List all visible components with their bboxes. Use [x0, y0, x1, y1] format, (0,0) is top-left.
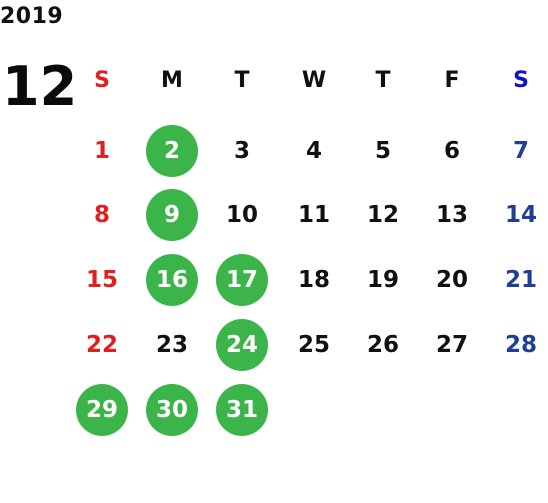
- day-number: 6: [443, 138, 460, 164]
- weekday-header-friday: F: [444, 67, 460, 93]
- day-number: 7: [512, 138, 529, 164]
- day-number: 16: [146, 254, 198, 306]
- day-number: 19: [366, 267, 399, 293]
- day-number: 29: [76, 384, 128, 436]
- day-cell-highlighted[interactable]: 30: [144, 384, 200, 436]
- day-cell-highlighted[interactable]: 16: [144, 254, 200, 306]
- day-number: 22: [85, 332, 118, 358]
- day-cell[interactable]: 22: [74, 319, 130, 371]
- day-number: 14: [504, 202, 537, 228]
- day-cell[interactable]: 18: [286, 254, 342, 306]
- day-number: 13: [435, 202, 468, 228]
- day-cell[interactable]: 12: [355, 189, 411, 241]
- day-number: 12: [366, 202, 399, 228]
- day-number: 25: [297, 332, 330, 358]
- day-number: 31: [216, 384, 268, 436]
- day-number: 5: [374, 138, 391, 164]
- day-number: 30: [146, 384, 198, 436]
- day-number: 8: [93, 202, 110, 228]
- day-number: 11: [297, 202, 330, 228]
- day-cell[interactable]: 23: [144, 319, 200, 371]
- year-label: 2019: [0, 4, 64, 29]
- day-cell[interactable]: 6: [424, 125, 480, 177]
- day-cell-highlighted[interactable]: 17: [214, 254, 270, 306]
- day-cell[interactable]: 7: [493, 125, 548, 177]
- day-cell[interactable]: 1: [74, 125, 130, 177]
- day-cell[interactable]: 25: [286, 319, 342, 371]
- weekday-header-saturday: S: [513, 67, 529, 93]
- day-number: 27: [435, 332, 468, 358]
- day-number: 1: [93, 138, 110, 164]
- weekday-header-sunday: S: [94, 67, 110, 93]
- day-cell[interactable]: 27: [424, 319, 480, 371]
- day-cell[interactable]: 15: [74, 254, 130, 306]
- day-number: 2: [146, 125, 198, 177]
- day-cell[interactable]: 14: [493, 189, 548, 241]
- day-number: 28: [504, 332, 537, 358]
- day-cell[interactable]: 4: [286, 125, 342, 177]
- day-cell[interactable]: 26: [355, 319, 411, 371]
- day-number: 10: [225, 202, 258, 228]
- day-cell[interactable]: 11: [286, 189, 342, 241]
- day-number: 9: [146, 189, 198, 241]
- day-cell[interactable]: 21: [493, 254, 548, 306]
- day-number: 15: [85, 267, 118, 293]
- day-number: 18: [297, 267, 330, 293]
- day-cell[interactable]: 19: [355, 254, 411, 306]
- day-number: 17: [216, 254, 268, 306]
- day-cell[interactable]: 13: [424, 189, 480, 241]
- day-number: 26: [366, 332, 399, 358]
- day-cell[interactable]: 3: [214, 125, 270, 177]
- day-number: 4: [305, 138, 322, 164]
- day-cell[interactable]: 8: [74, 189, 130, 241]
- month-label: 12: [2, 55, 78, 118]
- weekday-header-monday: M: [161, 67, 183, 93]
- day-cell[interactable]: 20: [424, 254, 480, 306]
- day-cell[interactable]: 10: [214, 189, 270, 241]
- day-cell-highlighted[interactable]: 29: [74, 384, 130, 436]
- weekday-header-tuesday: T: [234, 67, 250, 93]
- day-cell-highlighted[interactable]: 24: [214, 319, 270, 371]
- weekday-header-wednesday: W: [301, 67, 327, 93]
- day-cell[interactable]: 28: [493, 319, 548, 371]
- day-cell[interactable]: 5: [355, 125, 411, 177]
- day-cell-highlighted[interactable]: 2: [144, 125, 200, 177]
- day-cell-highlighted[interactable]: 31: [214, 384, 270, 436]
- day-number: 24: [216, 319, 268, 371]
- day-number: 3: [233, 138, 250, 164]
- day-number: 23: [155, 332, 188, 358]
- day-number: 21: [504, 267, 537, 293]
- weekday-header-thursday: T: [375, 67, 391, 93]
- day-number: 20: [435, 267, 468, 293]
- day-cell-highlighted[interactable]: 9: [144, 189, 200, 241]
